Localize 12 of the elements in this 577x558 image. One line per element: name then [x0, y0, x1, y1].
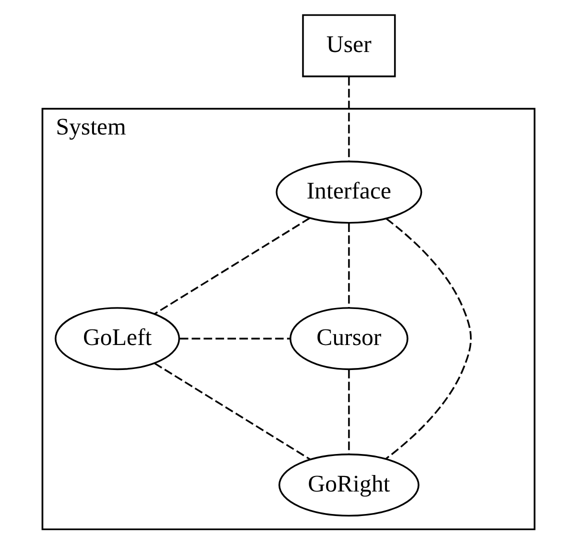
connector: [154, 362, 311, 460]
node-ellipse: Interface: [276, 160, 422, 224]
connector: [348, 223, 350, 308]
node-ellipse: GoRight: [278, 454, 420, 517]
connector: [385, 218, 472, 460]
connector: [348, 370, 350, 454]
node-box: User: [302, 14, 396, 78]
connector: [180, 338, 290, 340]
connector: [348, 77, 350, 162]
connector: [154, 217, 310, 315]
node-ellipse: Cursor: [290, 307, 408, 370]
node-ellipse: GoLeft: [54, 307, 180, 370]
